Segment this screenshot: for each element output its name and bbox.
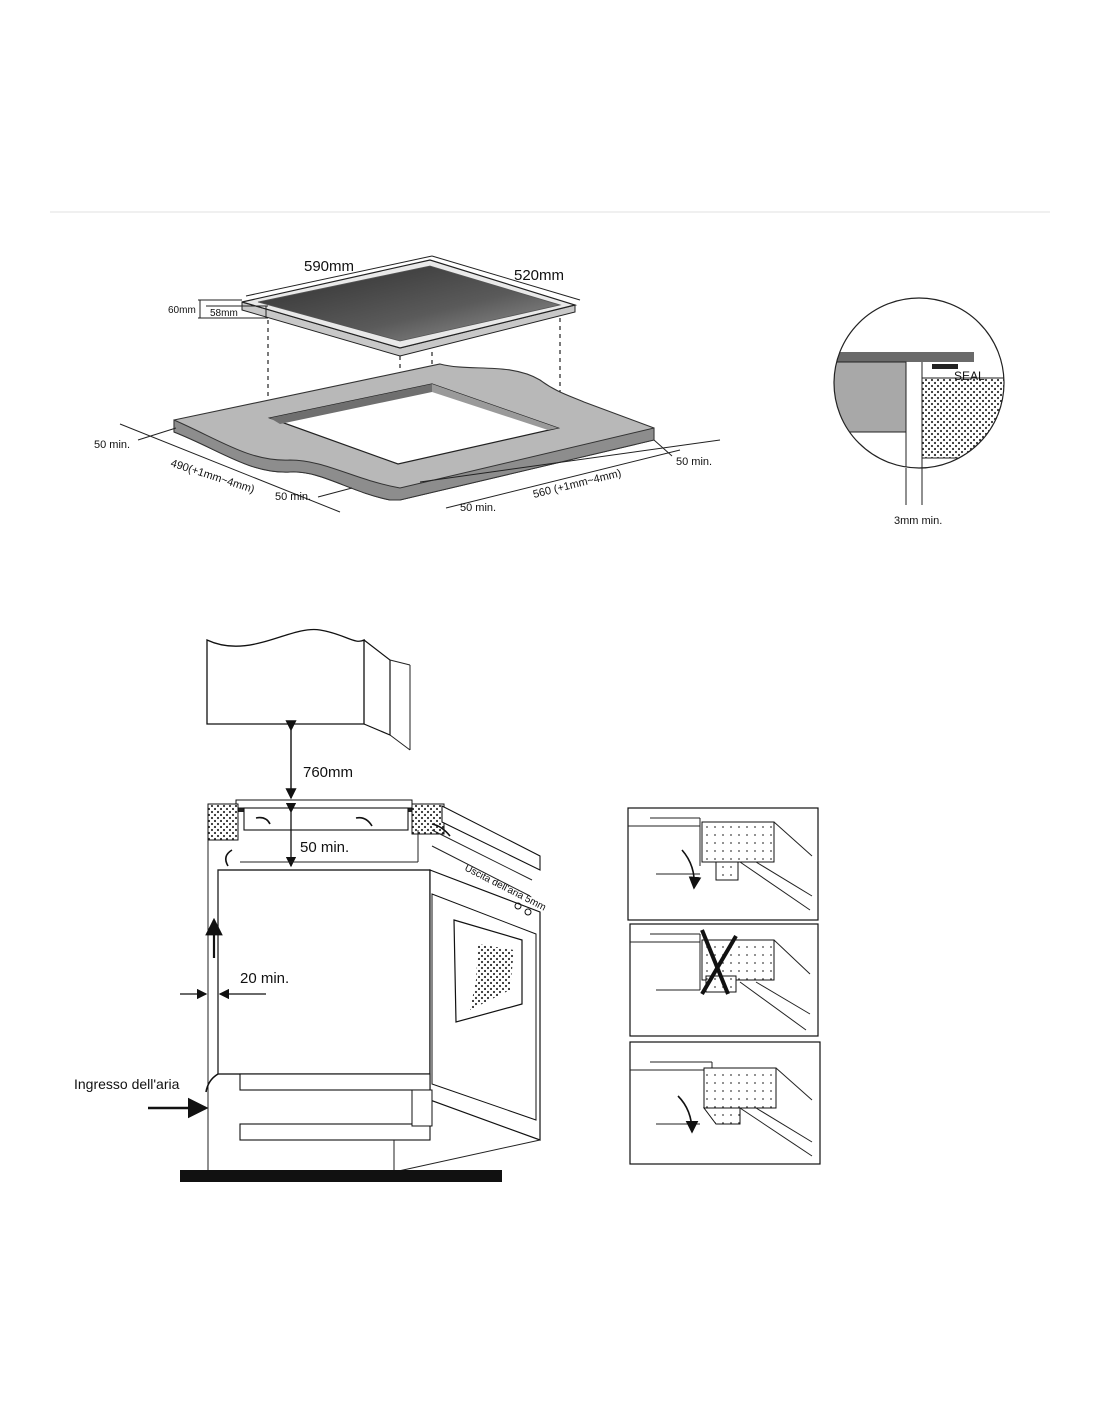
cutout-front-clearance-label: 50 min. bbox=[275, 491, 311, 503]
vent-panel-correct-1 bbox=[627, 807, 819, 921]
air-inlet-label: Ingresso dell'aria bbox=[74, 1076, 180, 1092]
vent-panel-correct-2 bbox=[629, 1041, 821, 1165]
cutout-right-clearance-label: 50 min. bbox=[676, 456, 712, 468]
top-gap-label: 50 min. bbox=[300, 839, 349, 856]
seal-detail: SEAL 3mm min. bbox=[833, 297, 1005, 527]
page-divider bbox=[50, 211, 1050, 213]
cutout-width-label: 560 (+1mm~4mm) bbox=[532, 467, 623, 501]
countertop-right-block bbox=[411, 803, 445, 835]
seal-gap-label: 3mm min. bbox=[894, 515, 942, 527]
hob-width-label: 590mm bbox=[304, 258, 354, 275]
vent-panel-wrong bbox=[629, 923, 819, 1037]
hob-height-body-label: 58mm bbox=[210, 308, 238, 319]
floor bbox=[180, 1170, 502, 1182]
cutout-left-clearance-label: 50 min. bbox=[94, 439, 130, 451]
hob-diagram: 60mm 58mm 590mm 520mm 50 min. 490(+1mm~4… bbox=[94, 255, 721, 514]
seal-label: SEAL bbox=[954, 369, 985, 383]
hood-clearance-label: 760mm bbox=[303, 764, 353, 781]
upper-cabinet bbox=[206, 628, 365, 725]
cabinet-diagram: 760mm 50 min. Uscita dell'aria 5mm bbox=[74, 628, 548, 1182]
countertop-left-block bbox=[207, 803, 239, 841]
vent-detail-panels bbox=[627, 807, 821, 1165]
hob-depth-label: 520mm bbox=[514, 267, 564, 284]
side-gap-label: 20 min. bbox=[240, 970, 289, 987]
hob-height-total-label: 60mm bbox=[168, 305, 196, 316]
seal-detail-frame bbox=[833, 297, 1005, 469]
cutout-front-right-clearance-label: 50 min. bbox=[460, 502, 496, 514]
